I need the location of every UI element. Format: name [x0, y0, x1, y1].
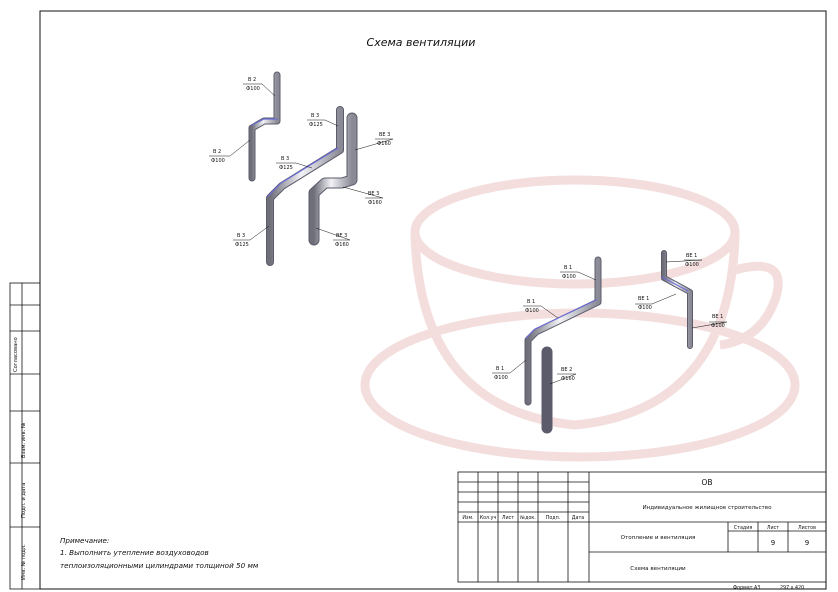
label-be1-left-name: ВЕ 1: [638, 296, 649, 302]
duct-system-left: [248, 71, 358, 266]
label-b2-top-dia: Ф100: [246, 86, 260, 92]
label-b1-top-name: В 1: [564, 265, 572, 271]
drawing-note: Примечание: 1. Выполнить утепление возду…: [60, 536, 259, 570]
drawing-title: Схема вентиляции: [367, 36, 476, 49]
title-block-text: ОВ Индивидуальное жилищное строительство…: [462, 478, 816, 591]
tb-col-date: Дата: [572, 515, 584, 521]
label-b3-low-name: В 3: [237, 233, 245, 239]
label-b1-mid-name: В 1: [527, 299, 535, 305]
watermark-cup-logo: [360, 175, 800, 462]
note-line-1: 1. Выполнить утепление воздуховодов: [60, 548, 209, 557]
note-heading: Примечание:: [60, 536, 109, 545]
drawing-frame: [39, 10, 827, 590]
label-be1-top-name: ВЕ 1: [686, 253, 697, 259]
label-be2-dia: Ф160: [561, 376, 575, 382]
tb-code: ОВ: [701, 478, 712, 487]
tb-format: Формат А3: [733, 585, 760, 591]
label-b2-top-name: В 2: [248, 77, 256, 83]
label-b3-top-dia: Ф125: [309, 122, 323, 128]
label-be3-mid-dia: Ф160: [368, 200, 382, 206]
label-b2-side-name: В 2: [213, 149, 221, 155]
label-b3-mid-dia: Ф125: [279, 165, 293, 171]
tb-sheet-label: Лист: [767, 525, 779, 531]
duct-labels: В 2 Ф100 В 2 Ф100 В 3 Ф125 В 3 Ф125 В 3 …: [211, 77, 725, 382]
tb-size: 297 x 420: [780, 585, 804, 591]
label-b1-top-dia: Ф100: [562, 274, 576, 280]
tb-col-kol: Кол.уч: [480, 515, 497, 521]
tb-sheet-no: 9: [771, 539, 775, 547]
label-be3-top-name: ВЕ 3: [379, 132, 390, 138]
side-label-agreed: Согласовано: [13, 337, 19, 372]
leader-lines: [209, 83, 728, 385]
note-line-2: теплоизоляционными цилиндрами толщиной 5…: [60, 561, 259, 570]
side-stamp: [9, 282, 41, 590]
tb-project: Индивидуальное жилищное строительство: [642, 505, 772, 511]
side-label-sign-date: Подп. и дата: [21, 483, 27, 518]
label-be1-left-dia: Ф100: [638, 305, 652, 311]
tb-sheet-name: Схема вентиляции: [630, 566, 686, 572]
side-label-inv-original: Инв. № подл.: [21, 544, 27, 580]
label-be3-mid-name: ВЕ 3: [368, 191, 379, 197]
tb-col-list: Лист: [502, 515, 514, 521]
label-be3-low-dia: Ф160: [335, 242, 349, 248]
label-be3-top-dia: Ф160: [377, 141, 391, 147]
label-b3-mid-name: В 3: [281, 156, 289, 162]
label-b2-side-dia: Ф100: [211, 158, 225, 164]
tb-stage-label: Стадия: [734, 525, 753, 531]
tb-col-sign: Подп.: [546, 515, 561, 521]
tb-sheets-label: Листов: [798, 525, 816, 531]
label-b3-top-name: В 3: [311, 113, 319, 119]
label-be1-top-dia: Ф100: [685, 262, 699, 268]
label-b1-low-name: В 1: [496, 366, 504, 372]
label-be1-right-dia: Ф100: [711, 323, 725, 329]
side-label-inv-replace: Взам. инв. №: [21, 422, 27, 458]
tb-sheets-total: 9: [805, 539, 809, 547]
tb-col-doc: №док.: [520, 515, 536, 521]
title-block: [457, 471, 827, 583]
duct-system-right: [524, 250, 693, 434]
label-be2-name: ВЕ 2: [561, 367, 572, 373]
label-b1-mid-dia: Ф100: [525, 308, 539, 314]
tb-col-izm: Изм.: [462, 515, 473, 521]
label-b3-low-dia: Ф125: [235, 242, 249, 248]
tb-section: Отопление и вентиляция: [621, 535, 696, 541]
label-b1-low-dia: Ф100: [494, 375, 508, 381]
label-be3-low-name: ВЕ 3: [336, 233, 347, 239]
label-be1-right-name: ВЕ 1: [712, 314, 723, 320]
